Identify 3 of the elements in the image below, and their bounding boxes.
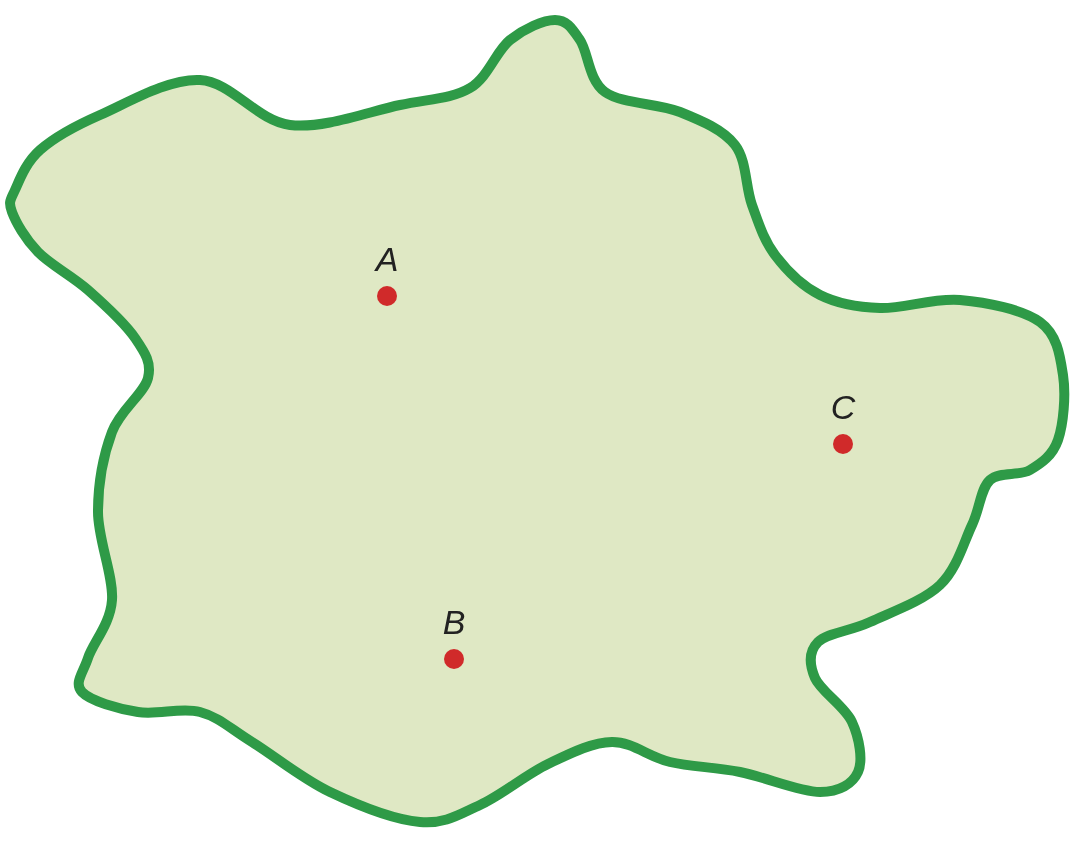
point-label: B <box>442 605 466 639</box>
point-label: A <box>375 242 399 276</box>
point-label: C <box>830 390 856 424</box>
